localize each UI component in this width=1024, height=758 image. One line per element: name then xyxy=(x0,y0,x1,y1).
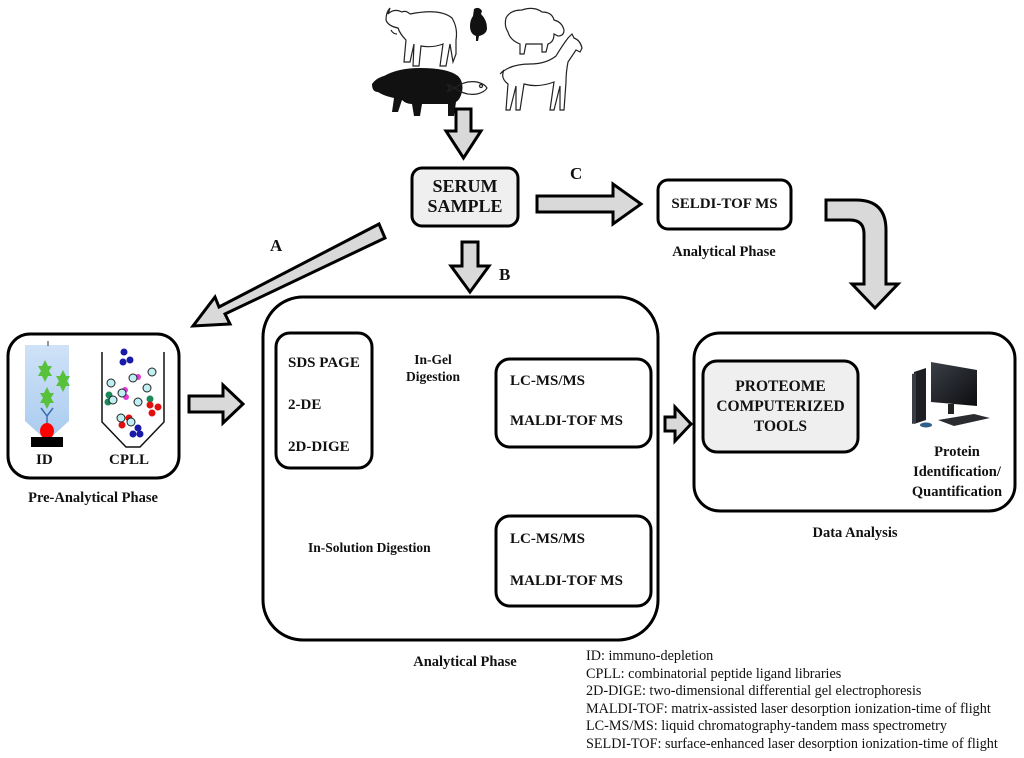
arrow-animals-to-serum xyxy=(443,107,484,161)
serum-line-2: SAMPLE xyxy=(427,196,503,216)
ms-top-lcms: LC-MS/MS xyxy=(510,373,585,389)
gel-method-2d-dige: 2D-DIGE xyxy=(288,439,350,455)
ms-bottom-lcms: LC-MS/MS xyxy=(510,531,585,547)
chicken-icon xyxy=(470,7,487,41)
arrow-path-a xyxy=(189,221,387,328)
immunodepletion-column-icon xyxy=(25,341,70,447)
seldi-tof-box xyxy=(656,178,793,231)
tools-line-3: TOOLS xyxy=(753,418,808,435)
horse-icon xyxy=(499,32,583,111)
path-c-label: C xyxy=(570,164,583,183)
gel-methods-box xyxy=(274,331,374,470)
result-line-1: Protein xyxy=(934,444,980,460)
ms-top-maldi: MALDI-TOF MS xyxy=(510,413,623,429)
analytical-phase-label: Analytical Phase xyxy=(413,654,517,670)
path-a-label: A xyxy=(270,236,283,255)
id-label: ID xyxy=(36,452,53,468)
animals-illustration xyxy=(372,7,583,116)
cpll-label: CPLL xyxy=(109,452,150,468)
in-solution-digestion-label: In-Solution Digestion xyxy=(308,540,431,555)
arrow-seldi-to-data-curved xyxy=(824,198,902,311)
arrow-analytical-to-data xyxy=(663,403,694,445)
legend-item: ID: immuno-depletion xyxy=(586,648,714,664)
pre-analytical-phase-label: Pre-Analytical Phase xyxy=(28,490,158,506)
ms-box-bottom xyxy=(494,514,653,608)
result-line-2: Identification/ xyxy=(913,464,1001,480)
bead-icon xyxy=(40,423,54,439)
seldi-phase-label: Analytical Phase xyxy=(672,244,776,260)
sheep-icon xyxy=(504,7,565,55)
arrow-path-b xyxy=(448,240,492,295)
protein-identification-label: Protein Identification/ Quantification xyxy=(900,442,1014,502)
gel-method-2de: 2-DE xyxy=(288,397,322,413)
fish-icon xyxy=(446,81,488,95)
legend-item: SELDI-TOF: surface-enhanced laser desorp… xyxy=(586,735,998,752)
ms-bottom-maldi: MALDI-TOF MS xyxy=(510,573,623,589)
proteome-tools-box xyxy=(701,359,860,454)
computer-icon xyxy=(912,362,990,428)
serum-sample-box xyxy=(410,166,520,228)
antigen-star-icon xyxy=(56,370,70,392)
cpll-column-icon xyxy=(101,348,165,448)
tools-line-1: PROTEOME xyxy=(735,378,826,395)
ms-box-top xyxy=(494,357,653,449)
arrow-path-c xyxy=(535,181,644,227)
legend-item: LC-MS/MS: liquid chromatography-tandem m… xyxy=(586,718,947,735)
pig-icon xyxy=(372,68,463,116)
antigen-star-icon xyxy=(40,387,54,409)
data-analysis-phase-label: Data Analysis xyxy=(812,525,898,541)
in-gel-line-1: In-Gel xyxy=(414,352,452,367)
gel-method-sds-page: SDS PAGE xyxy=(288,355,360,371)
in-gel-digestion-label: In-Gel Digestion xyxy=(400,351,466,385)
serum-sample-label: SERUM SAMPLE xyxy=(412,176,518,216)
serum-line-1: SERUM xyxy=(432,176,498,196)
path-b-label: B xyxy=(499,265,511,284)
legend-item: MALDI-TOF: matrix-assisted laser desorpt… xyxy=(586,700,991,717)
tools-line-2: COMPUTERIZED xyxy=(716,398,845,415)
in-gel-line-2: Digestion xyxy=(406,369,460,384)
antigen-star-icon xyxy=(38,360,52,382)
seldi-tof-label: SELDI-TOF MS xyxy=(671,196,778,212)
legend-item: CPLL: combinatorial peptide ligand libra… xyxy=(586,665,842,682)
arrow-pre-to-analytical xyxy=(187,381,246,427)
cow-icon xyxy=(385,7,458,67)
proteome-tools-label: PROTEOME COMPUTERIZED TOOLS xyxy=(703,377,858,437)
result-line-3: Quantification xyxy=(911,484,1003,500)
abbreviation-legend: ID: immuno-depletion CPLL: combinatorial… xyxy=(586,648,998,754)
legend-item: 2D-DIGE: two-dimensional differential ge… xyxy=(586,683,922,700)
